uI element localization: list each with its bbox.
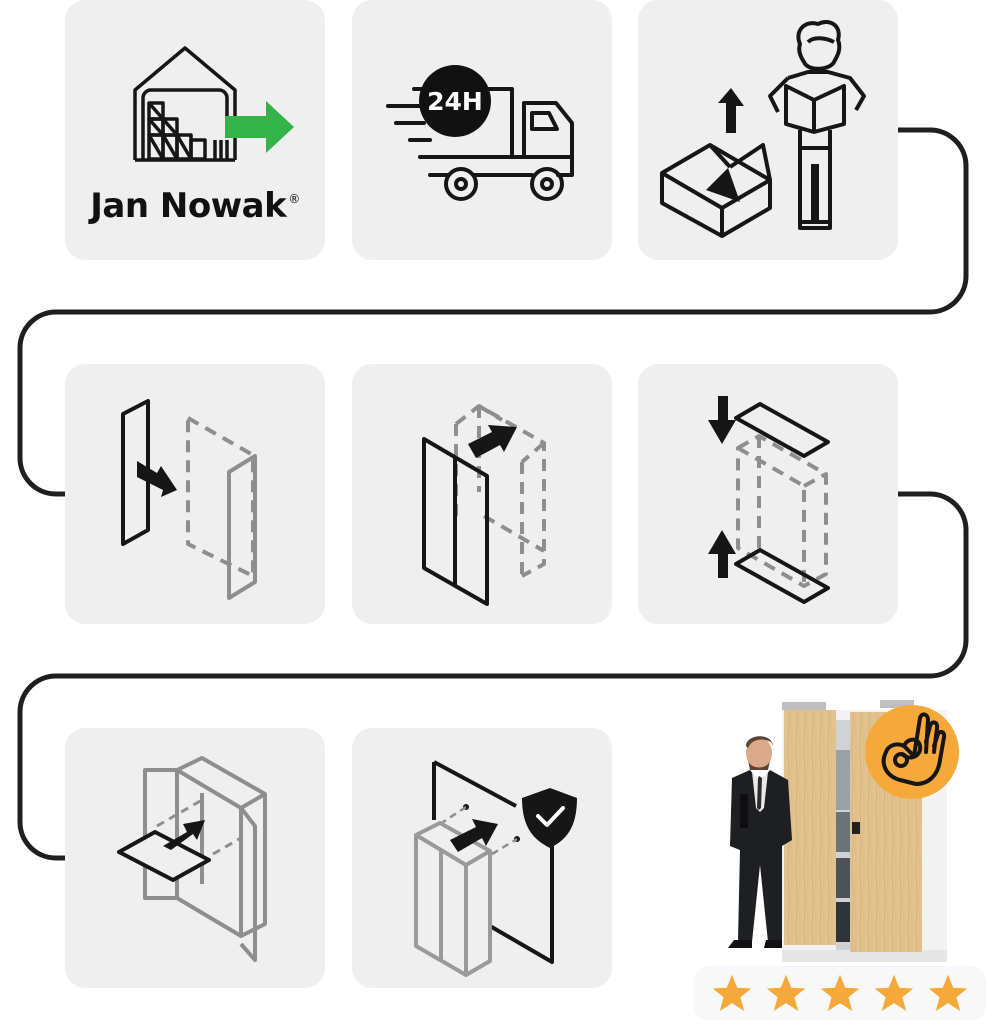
final-result-illustration: [690, 690, 986, 1020]
warehouse-arrow-icon: [133, 46, 294, 162]
step-tile-wall-mount: [352, 728, 612, 988]
step-tile-shelf: [65, 728, 325, 988]
delivery-24h-badge: 24H: [427, 87, 483, 116]
businessman-figure: [728, 736, 792, 948]
star-icon: [874, 974, 914, 1012]
step-tile-side-panel: [65, 364, 325, 624]
back-panel-assembly-icon: [422, 404, 546, 606]
star-icon: [712, 974, 752, 1012]
star-icon: [766, 974, 806, 1012]
unbox-person-instructions-icon: [660, 20, 866, 238]
brand-logo-text: Jan Nowak®: [65, 186, 325, 226]
ok-hand-badge: [865, 705, 959, 799]
rating-stars: [694, 966, 986, 1020]
shelf-insert-icon: [117, 756, 267, 962]
step-tile-delivery: 24H: [352, 0, 612, 260]
star-icon: [928, 974, 968, 1012]
step-tile-warehouse: Jan Nowak®: [65, 0, 325, 260]
step-tile-back-panel: [352, 364, 612, 624]
wall-mount-shield-icon: [414, 760, 577, 977]
cabinet-photo: [728, 700, 959, 962]
top-bottom-assembly-icon: [708, 396, 830, 604]
ok-hand-icon: [881, 712, 947, 786]
delivery-truck-icon: 24H: [386, 65, 574, 201]
step-tile-unbox: [638, 0, 898, 260]
brand-name: Jan Nowak: [90, 186, 287, 226]
registered-mark: ®: [288, 192, 300, 206]
step-tile-top-bottom: [638, 364, 898, 624]
star-icon: [820, 974, 860, 1012]
side-panel-assembly-icon: [121, 399, 257, 600]
